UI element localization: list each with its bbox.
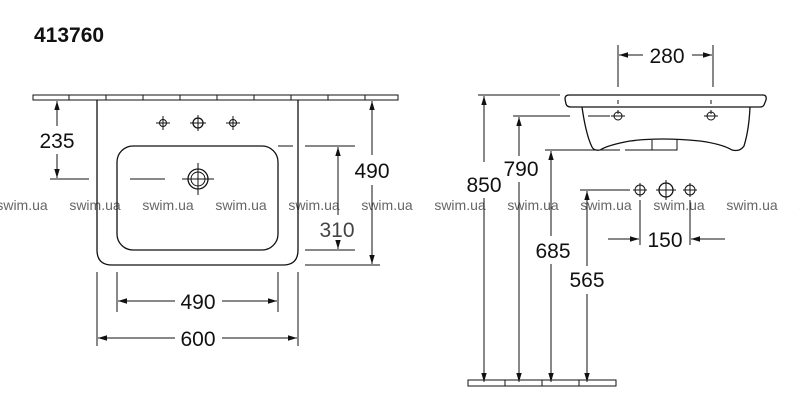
watermark-row: swim.ua swim.ua swim.ua swim.ua swim.ua swim.… bbox=[0, 197, 800, 213]
overflow-hole-icon bbox=[611, 110, 625, 121]
dim-685: 685 bbox=[535, 240, 570, 263]
basin-body bbox=[581, 106, 751, 152]
dim-790: 790 bbox=[503, 158, 538, 181]
watermark-text: swim.ua bbox=[215, 197, 267, 213]
tap-hole-icon bbox=[190, 115, 206, 131]
product-code: 413760 bbox=[34, 24, 104, 47]
basin-outline bbox=[96, 100, 299, 266]
tap-hole-icon bbox=[226, 116, 240, 130]
supply-hole-icon bbox=[683, 183, 697, 197]
supply-connections bbox=[633, 180, 697, 200]
side-view: 280 850 790 685 565 150 bbox=[466, 45, 767, 387]
dim-490-depth: 490 bbox=[354, 160, 389, 183]
drain-icon bbox=[182, 163, 214, 195]
watermark-text: swim.ua bbox=[653, 197, 705, 213]
watermark-text: swim.ua bbox=[361, 197, 413, 213]
watermark-text: swim.ua bbox=[726, 197, 778, 213]
dim-280: 280 bbox=[649, 45, 684, 68]
watermark-text: swim.ua bbox=[69, 197, 121, 213]
dim-235: 235 bbox=[39, 130, 74, 153]
supply-hole-icon bbox=[656, 180, 676, 200]
wall-line bbox=[32, 94, 399, 101]
bowl-outline bbox=[116, 145, 279, 251]
watermark-text: swim.ua bbox=[580, 197, 632, 213]
dim-565: 565 bbox=[569, 269, 604, 292]
tap-holes bbox=[156, 115, 240, 131]
floor-line bbox=[467, 379, 617, 387]
dim-310: 310 bbox=[319, 219, 354, 242]
watermark-text: swim.ua bbox=[288, 197, 340, 213]
supply-hole-icon bbox=[633, 183, 647, 197]
dim-850: 850 bbox=[466, 174, 501, 197]
watermark-text: swim.ua bbox=[142, 197, 194, 213]
overflow-hole-icon bbox=[704, 110, 718, 121]
dim-150: 150 bbox=[647, 229, 682, 252]
basin-rim bbox=[564, 94, 767, 108]
watermark-text: swim.ua bbox=[434, 197, 486, 213]
dim-490-width: 490 bbox=[180, 291, 215, 314]
front-view: 235 310 490 490 600 bbox=[32, 94, 399, 351]
watermark-text: swim.ua bbox=[0, 197, 48, 213]
dim-600: 600 bbox=[180, 328, 215, 351]
watermark-text: swim.ua bbox=[507, 197, 559, 213]
tap-hole-icon bbox=[156, 116, 170, 130]
